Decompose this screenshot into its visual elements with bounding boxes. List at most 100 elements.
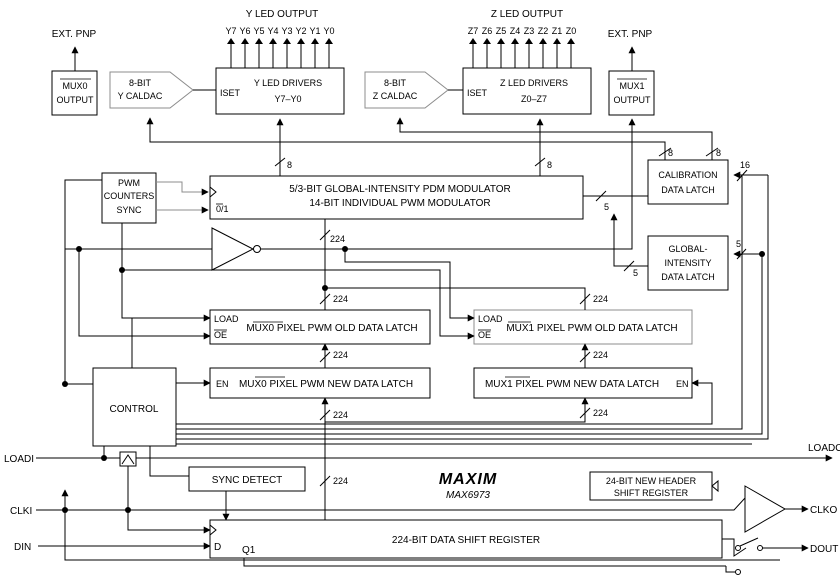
global-line1: GLOBAL- xyxy=(668,244,707,254)
z-led-drivers-block xyxy=(462,67,592,115)
y-pin-label: Y7 xyxy=(225,26,236,36)
y-drivers-line1: Y LED DRIVERS xyxy=(254,78,322,88)
data-shift-register-block xyxy=(209,519,723,559)
z-iset-label: ISET xyxy=(467,88,488,98)
clko-buffer xyxy=(744,485,787,533)
bus-224-s2: 224 xyxy=(333,476,348,486)
z-caldac-line1: 8-BIT xyxy=(384,78,407,88)
bus-16: 16 xyxy=(740,160,750,170)
bus-8-cal-z: 8 xyxy=(716,148,721,158)
mux0-output-line1: MUX0 xyxy=(62,81,87,91)
y-pin-label: Y4 xyxy=(267,26,278,36)
mux0-old-load: LOAD xyxy=(214,314,239,324)
calibration-line2: DATA LATCH xyxy=(661,185,715,195)
bus-224-old1: 224 xyxy=(593,294,608,304)
header-shift-register-block xyxy=(589,471,713,501)
bus-5-global-in: 5 xyxy=(736,239,741,249)
mux1-new-label: MUX1 PIXEL PWM NEW DATA LATCH xyxy=(485,379,659,390)
data-shift-label: 224-BIT DATA SHIFT REGISTER xyxy=(392,535,540,546)
z-pin-label: Z4 xyxy=(510,26,521,36)
pwm-counters-line1: PWM xyxy=(118,178,140,188)
mux1-old-oe: OE xyxy=(478,330,491,340)
y-iset-label: ISET xyxy=(220,88,241,98)
bus-224-n0: 224 xyxy=(333,350,348,360)
mux0-old-data-latch-block xyxy=(209,309,431,345)
shift-q1-label: Q1 xyxy=(242,545,256,556)
mux0-new-en: EN xyxy=(216,379,229,389)
pwm-counters-line3: SYNC xyxy=(116,205,142,215)
mux0-old-label: MUX0 PIXEL PWM OLD DATA LATCH xyxy=(246,323,417,334)
mux1-old-label: MUX1 PIXEL PWM OLD DATA LATCH xyxy=(506,323,677,334)
z-pins: Z7 Z6 Z5 Z4 Z3 Z2 Z1 Z0 xyxy=(468,26,577,68)
global-line2: INTENSITY xyxy=(664,258,711,268)
z-led-output-label: Z LED OUTPUT xyxy=(491,9,563,20)
bus-224-old0: 224 xyxy=(333,294,348,304)
z-caldac-block xyxy=(364,71,449,109)
dout-pin: DOUT xyxy=(810,544,838,555)
pdm-pwm-modulator-block xyxy=(209,175,584,220)
y-pin-label: Y6 xyxy=(239,26,250,36)
loadi-pin: LOADI xyxy=(4,454,34,465)
ext-pnp-label-left: EXT. PNP xyxy=(52,29,97,40)
bus-5-mod: 5 xyxy=(604,202,609,212)
y-caldac-line1: 8-BIT xyxy=(129,78,152,88)
control-label: CONTROL xyxy=(110,404,159,415)
mux1-new-en: EN xyxy=(676,379,689,389)
modulator-line2: 14-BIT INDIVIDUAL PWM MODULATOR xyxy=(309,198,490,209)
y-pin-label: Y1 xyxy=(309,26,320,36)
sync-detect-block xyxy=(188,466,306,492)
mux0-output-block xyxy=(51,70,98,116)
global-line3: DATA LATCH xyxy=(661,272,715,282)
mux1-old-load: LOAD xyxy=(478,314,503,324)
y-pin-label: Y3 xyxy=(281,26,292,36)
bus-8-cal-y: 8 xyxy=(668,148,673,158)
modulator-line1: 5/3-BIT GLOBAL-INTENSITY PDM MODULATOR xyxy=(289,184,511,195)
header-shift-line1: 24-BIT NEW HEADER xyxy=(606,476,697,486)
mux0-old-oe: OE xyxy=(214,330,227,340)
z-pin-label: Z0 xyxy=(566,26,577,36)
modulator-input-label: 0/1 xyxy=(216,204,229,214)
bus-224-s0: 224 xyxy=(333,410,348,420)
mux1-old-data-latch-block xyxy=(473,309,693,345)
mux1-output-block xyxy=(608,70,655,116)
calibration-line1: CALIBRATION xyxy=(658,170,717,180)
global-intensity-latch-block xyxy=(647,235,729,291)
ext-pnp-label-right: EXT. PNP xyxy=(608,29,653,40)
bus-224-mod: 224 xyxy=(330,234,345,244)
z-caldac-line2: Z CALDAC xyxy=(373,91,418,101)
clki-pin: CLKI xyxy=(10,506,32,517)
y-caldac-line2: Y CALDAC xyxy=(118,91,163,101)
calibration-data-latch-block xyxy=(647,159,729,205)
z-pin-label: Z6 xyxy=(482,26,493,36)
y-pins: Y7 Y6 Y5 Y4 Y3 Y2 Y1 Y0 xyxy=(225,26,335,68)
z-pin-label: Z3 xyxy=(524,26,535,36)
y-led-drivers-block xyxy=(215,67,345,115)
control-block xyxy=(92,367,177,447)
clko-pin: CLKO xyxy=(810,505,837,516)
mux0-new-label: MUX0 PIXEL PWM NEW DATA LATCH xyxy=(239,379,413,390)
bus-224-s1: 224 xyxy=(593,408,608,418)
bus-5-global-out: 5 xyxy=(633,268,638,278)
mux0-new-data-latch-block xyxy=(209,367,431,399)
shift-d-label: D xyxy=(214,542,221,553)
mux1-new-data-latch-block xyxy=(473,367,693,399)
y-pin-label: Y0 xyxy=(323,26,334,36)
y-led-output-label: Y LED OUTPUT xyxy=(246,9,319,20)
z-drivers-line2: Z0–Z7 xyxy=(521,94,547,104)
mux1-output-line1: MUX1 xyxy=(619,81,644,91)
inverter-gate xyxy=(211,227,255,271)
sync-detect-label: SYNC DETECT xyxy=(212,475,283,486)
header-shift-line2: SHIFT REGISTER xyxy=(614,488,689,498)
y-pin-label: Y5 xyxy=(253,26,264,36)
mux0-output-line2: OUTPUT xyxy=(57,95,95,105)
din-pin: DIN xyxy=(14,542,31,553)
z-pin-label: Z1 xyxy=(552,26,563,36)
bus-224-n1: 224 xyxy=(593,350,608,360)
maxim-logo: MAXIM xyxy=(439,471,497,488)
z-pin-label: Z5 xyxy=(496,26,507,36)
bus-8-z: 8 xyxy=(547,160,552,170)
pwm-counters-line2: COUNTERS xyxy=(104,191,155,201)
y-drivers-line2: Y7–Y0 xyxy=(274,94,301,104)
z-pin-label: Z7 xyxy=(468,26,479,36)
